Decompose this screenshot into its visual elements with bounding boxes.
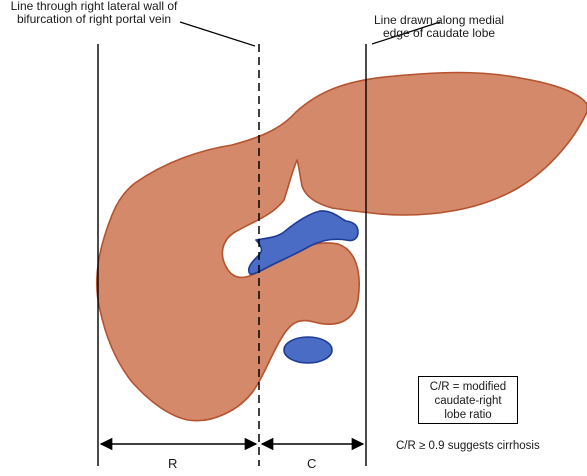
right-label-leader: [371, 21, 441, 45]
portal-vein-line-label-line1: Line through right lateral wall of: [10, 0, 178, 13]
left-label-leader: [179, 21, 256, 47]
ratio-definition-line1: C/R = modified: [429, 381, 507, 393]
ratio-definition-box: C/R = modified caudate-right lobe ratio: [418, 376, 518, 424]
cirrhosis-note: C/R ≥ 0.9 suggests cirrhosis: [396, 440, 540, 452]
r-segment-label: R: [168, 456, 178, 471]
caudate-line-label-line2: edge of caudate lobe: [382, 26, 496, 40]
portal-vein-line-label: Line through right lateral wall of bifur…: [0, 0, 188, 26]
portal-vein-line-label-line2: bifurcation of right portal vein: [16, 12, 172, 26]
caudate-line-label: Line drawn along medial edge of caudate …: [374, 14, 504, 40]
ratio-definition-line2: caudate-right: [434, 395, 502, 407]
caudate-line-label-line1: Line drawn along medial: [374, 13, 505, 27]
ratio-definition-line3: lobe ratio: [444, 409, 492, 421]
liver-shape: [95, 71, 587, 422]
portal-vein-shape: [247, 210, 359, 275]
vena-cava-shape: [283, 336, 333, 364]
c-segment-label: C: [307, 456, 317, 471]
